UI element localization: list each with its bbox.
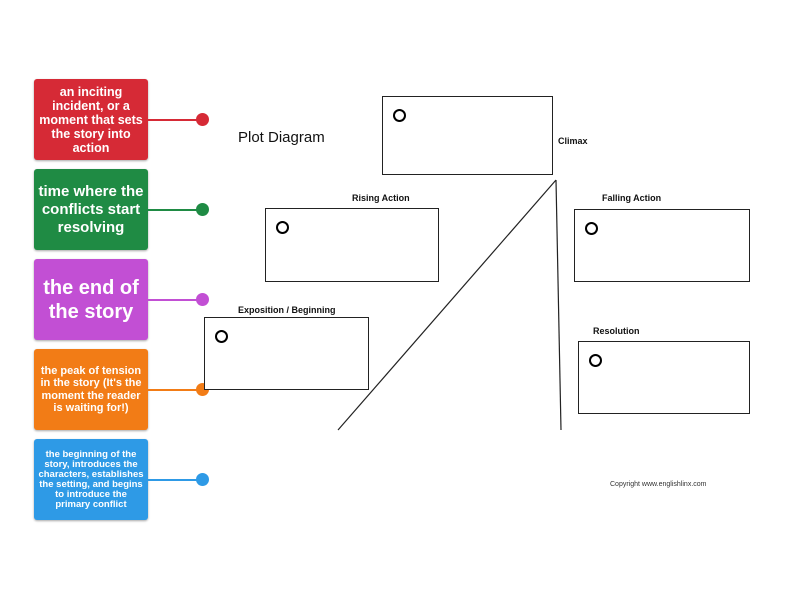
- card-pin-handle[interactable]: [196, 473, 209, 486]
- label-rising-action: Rising Action: [352, 193, 410, 203]
- card-connector: [148, 478, 200, 481]
- card-text: time where the conflicts start resolving: [38, 182, 144, 236]
- label-climax: Climax: [558, 136, 588, 146]
- label-falling-action: Falling Action: [602, 193, 662, 203]
- label-resolution: Resolution: [593, 326, 640, 336]
- falling-action-line: [555, 179, 562, 431]
- card-connector: [148, 388, 200, 391]
- card-connector: [148, 118, 200, 121]
- copyright-text: Copyright www.englishlinx.com: [610, 481, 707, 488]
- card-connector: [148, 298, 200, 301]
- drop-zone-falling-action[interactable]: [574, 209, 750, 282]
- answer-card-beginning[interactable]: the beginning of the story, introduces t…: [34, 439, 209, 520]
- answer-card-peak-of-tension[interactable]: the peak of tension in the story (It's t…: [34, 349, 209, 430]
- label-exposition: Exposition / Beginning: [238, 305, 336, 315]
- drop-target-icon[interactable]: [393, 109, 406, 122]
- answer-card-end-of-story[interactable]: the end of the story: [34, 259, 209, 340]
- answer-card-conflicts-resolving[interactable]: time where the conflicts start resolving: [34, 169, 209, 250]
- drop-target-icon[interactable]: [215, 330, 228, 343]
- card-connector: [148, 208, 200, 211]
- card-text: the end of the story: [43, 276, 139, 323]
- answer-card-inciting-incident[interactable]: an inciting incident, or a moment that s…: [34, 79, 209, 160]
- card-text: an inciting incident, or a moment that s…: [39, 84, 143, 155]
- drop-zone-resolution[interactable]: [578, 341, 750, 414]
- card-pin-handle[interactable]: [196, 113, 209, 126]
- drop-zone-rising-action[interactable]: [265, 208, 439, 282]
- drop-zone-exposition[interactable]: [204, 317, 369, 390]
- rising-action-line: [337, 179, 557, 431]
- card-text: the peak of tension in the story (It's t…: [40, 364, 142, 415]
- diagram-title: Plot Diagram: [238, 129, 325, 146]
- drop-target-icon[interactable]: [276, 221, 289, 234]
- card-pin-handle[interactable]: [196, 203, 209, 216]
- card-pin-handle[interactable]: [196, 293, 209, 306]
- card-text: the beginning of the story, introduces t…: [38, 448, 144, 510]
- drop-zone-climax[interactable]: [382, 96, 553, 175]
- drop-target-icon[interactable]: [585, 222, 598, 235]
- drop-target-icon[interactable]: [589, 354, 602, 367]
